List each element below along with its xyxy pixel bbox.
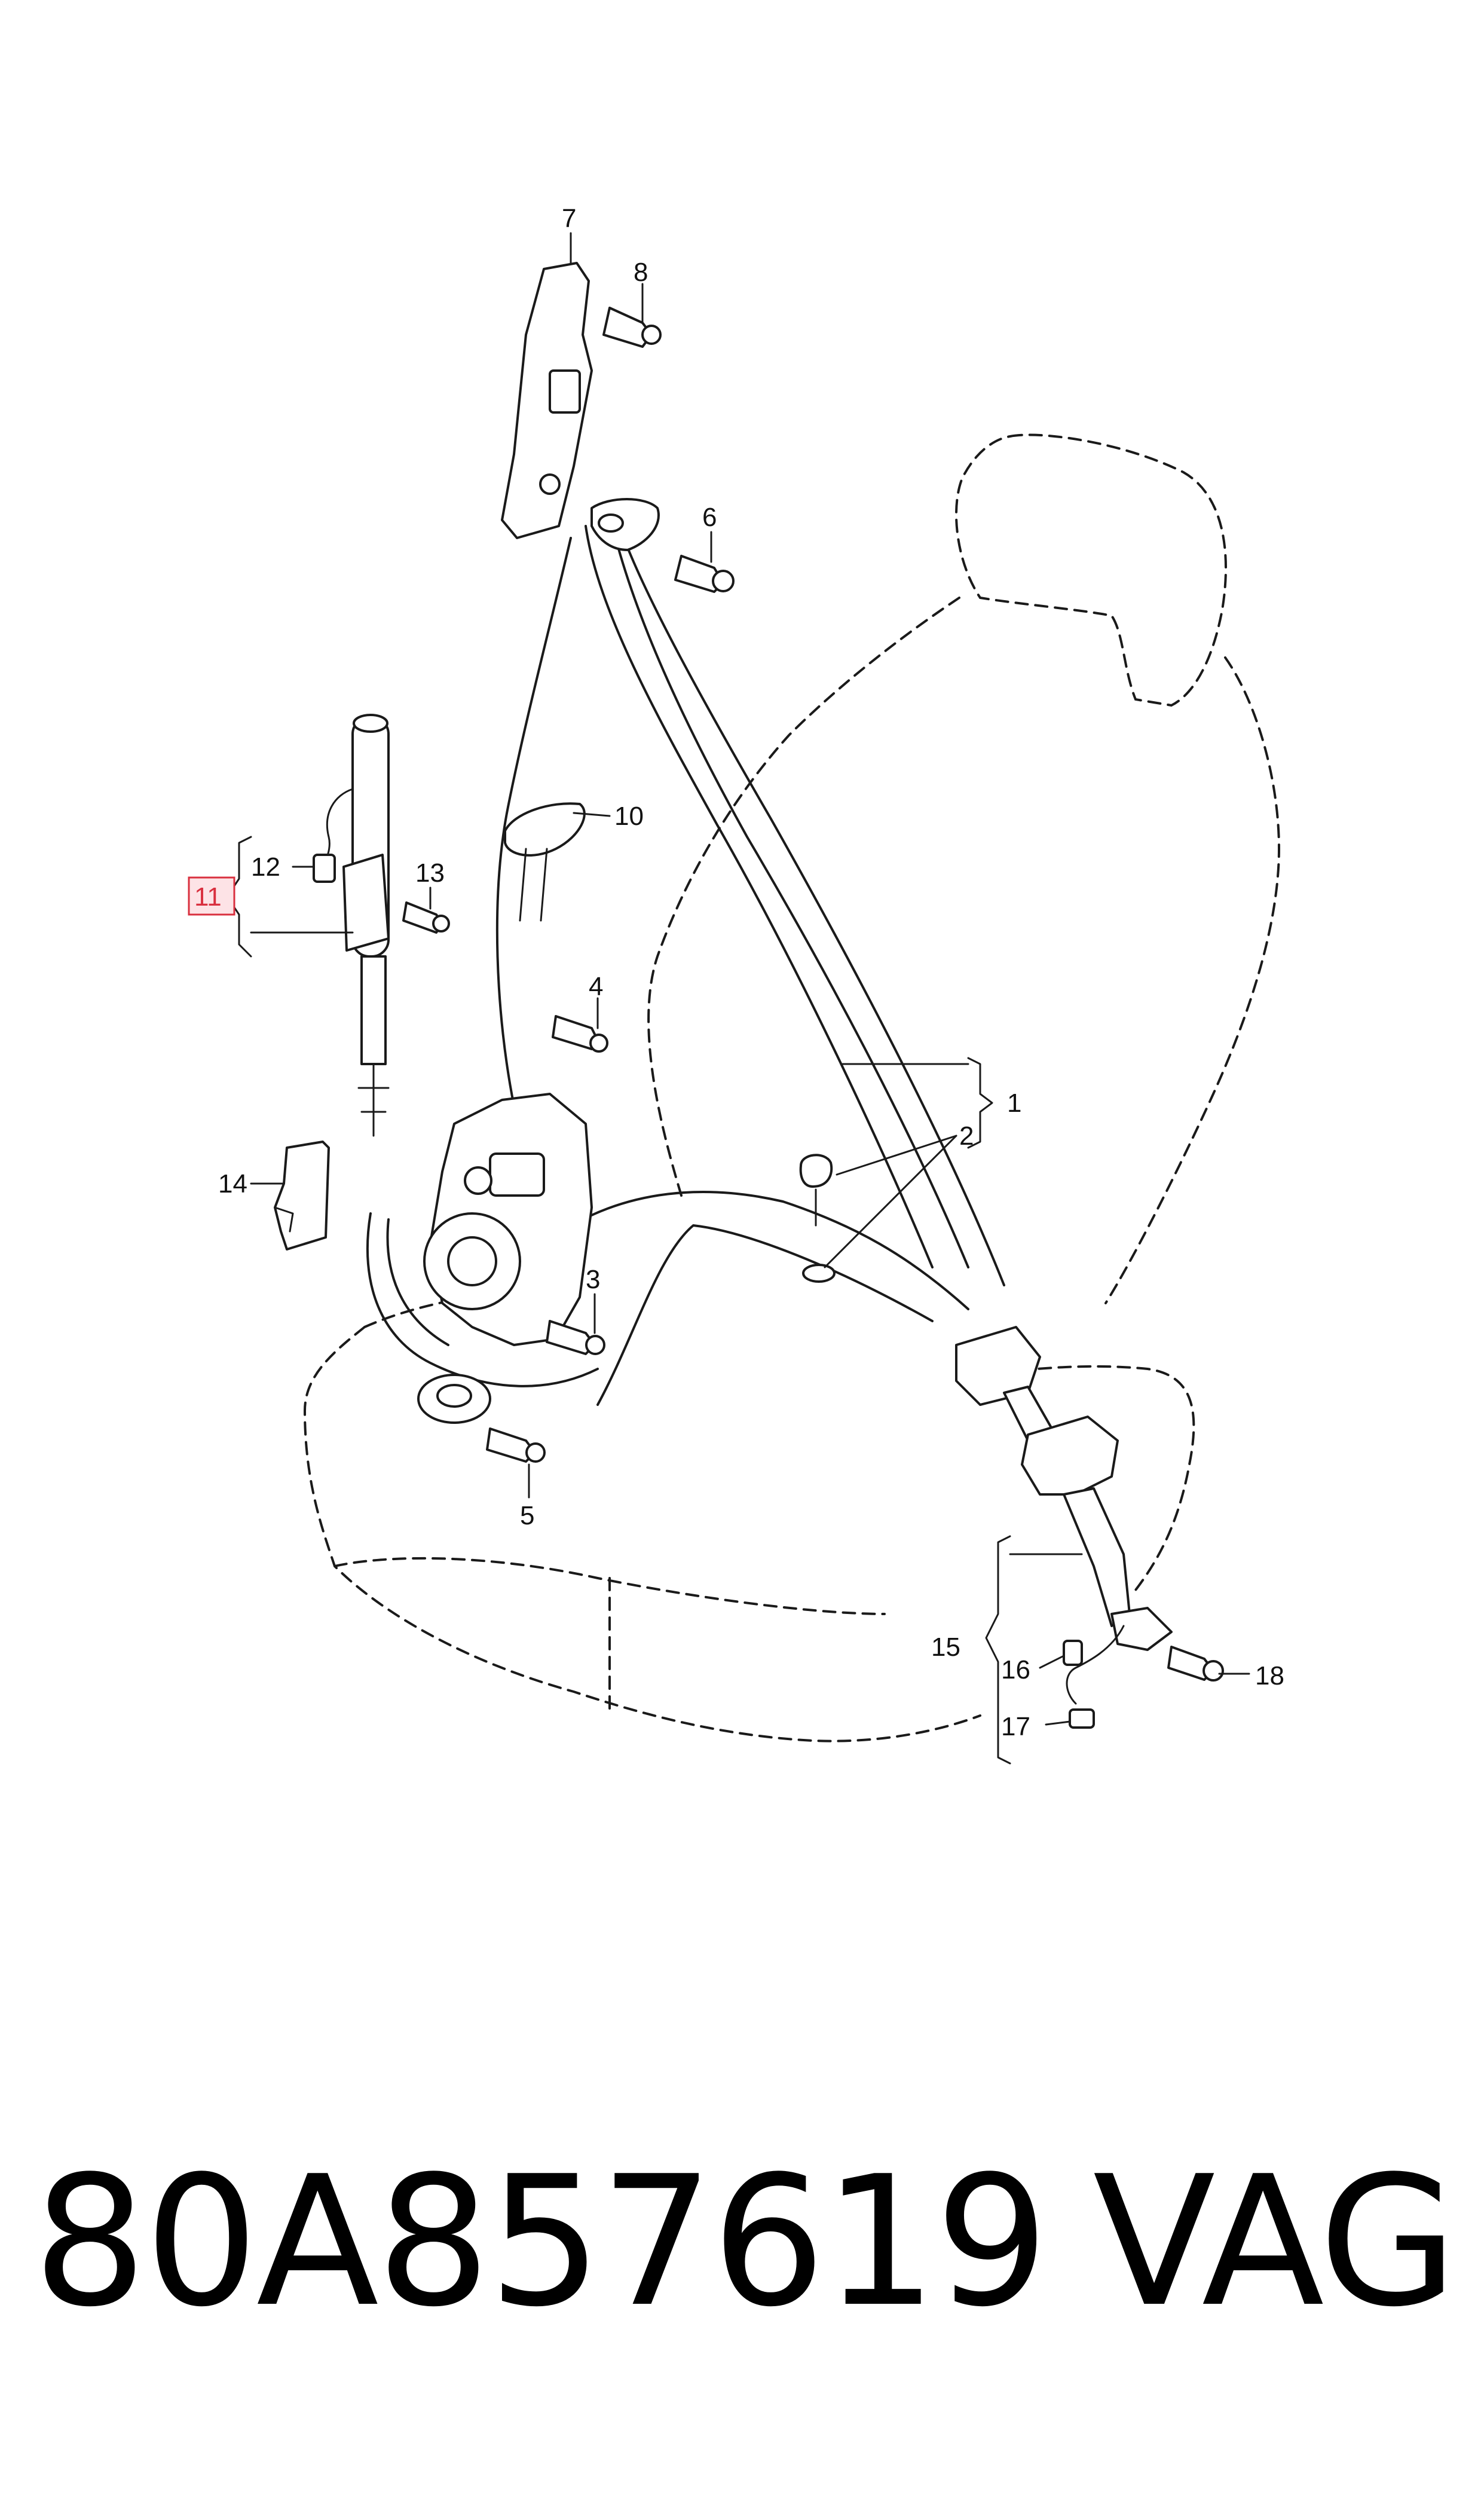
callout-17: 17	[1001, 1712, 1030, 1741]
bolt-18-head	[1203, 1660, 1224, 1682]
buckle-wire	[1066, 1625, 1125, 1705]
guide-loop	[590, 498, 660, 551]
guide-eye	[598, 513, 624, 533]
lap-belt-top	[561, 1191, 969, 1310]
brand-name: VAG	[1093, 2137, 1458, 2346]
part-caption: 80A857619 VAG	[33, 2128, 1458, 2355]
lap-belt-lower-loop	[366, 1212, 599, 1387]
adjuster-pivot	[539, 473, 561, 495]
callout-18: 18	[1255, 1661, 1284, 1690]
retractor-assembly	[423, 1015, 608, 1355]
trim-cap-bottom	[802, 1264, 836, 1283]
callout-16: 16	[1001, 1655, 1030, 1685]
pretensioner-tube-cap	[353, 714, 388, 733]
retractor-gear	[464, 1166, 492, 1195]
exploded-view-drawing: 7 8 6 10 12 13 11 4 1 2 3 14 5 15 16 17 …	[188, 204, 1284, 1765]
bracket-1	[842, 1057, 993, 1149]
diagonal-belt-right	[620, 531, 1005, 1286]
callout-4: 4	[589, 972, 603, 1001]
callout-1: 1	[1007, 1089, 1021, 1118]
pretensioner-bracket	[342, 854, 390, 952]
buckle-head	[1021, 1416, 1119, 1496]
pretensioner-cable	[360, 955, 387, 1065]
leader-2b	[824, 1135, 957, 1268]
callout-12: 12	[251, 852, 280, 882]
cushion-outline	[303, 1290, 1195, 1742]
shoulder-belt-right-edge	[614, 537, 969, 1268]
belt-stop-assembly	[504, 802, 586, 922]
bolt-6-head	[712, 570, 735, 592]
buckle-assembly	[955, 1326, 1224, 1729]
connector-17	[1069, 1708, 1095, 1729]
part-number: 80A857619	[33, 2137, 1049, 2346]
retractor-sensor	[489, 1152, 545, 1197]
callout-13: 13	[415, 858, 445, 888]
bolt-5-head	[525, 1442, 546, 1463]
connector-12	[313, 854, 336, 883]
bracket-14	[274, 1141, 330, 1251]
bolt-13-head	[432, 915, 450, 933]
callout-15: 15	[931, 1633, 960, 1662]
bolt-8-head	[641, 325, 662, 345]
bracket-body	[274, 1141, 330, 1251]
highlight-box-11	[188, 876, 235, 916]
leader-2a	[836, 1135, 957, 1176]
seat-outline	[303, 433, 1281, 1742]
pretensioner-rod	[357, 1063, 390, 1137]
belt-slots	[519, 848, 548, 922]
lower-anchor-assembly	[417, 1374, 546, 1463]
leader-10	[573, 812, 611, 817]
callout-11: 11	[194, 882, 222, 912]
cushion-front-outline	[333, 1557, 886, 1711]
bolt-4-head	[589, 1034, 608, 1053]
adjuster-slider	[549, 369, 581, 414]
callout-2: 2	[959, 1121, 974, 1151]
backrest-outline	[647, 597, 1281, 1304]
belt-stop	[504, 802, 586, 857]
callout-8: 8	[634, 258, 648, 287]
lap-belt-lower-loop-inner	[386, 1218, 449, 1346]
pretensioner-assembly	[313, 714, 450, 1137]
bolt-3-head	[585, 1335, 605, 1355]
trim-cap-top	[799, 1154, 833, 1188]
callout-10: 10	[614, 802, 644, 831]
lap-belt-bottom	[596, 1224, 934, 1406]
buckle-stalk	[1063, 1487, 1131, 1627]
buckle-anchor	[1110, 1607, 1173, 1651]
leader-17	[1045, 1720, 1071, 1726]
leader-16	[1039, 1655, 1065, 1669]
callout-7: 7	[562, 204, 576, 233]
callout-5: 5	[520, 1501, 534, 1530]
trim-caps	[799, 1154, 836, 1283]
callout-6: 6	[702, 503, 717, 532]
bracket-tab	[274, 1206, 294, 1233]
connector-16	[1063, 1640, 1083, 1666]
bracket-15	[985, 1535, 1083, 1765]
belt-webbing	[366, 525, 1005, 1406]
height-adjuster-rail	[501, 262, 593, 539]
callout-3: 3	[586, 1265, 600, 1294]
headrest-outline	[955, 433, 1227, 707]
height-adjuster-assembly	[501, 262, 735, 593]
diagonal-belt-left	[585, 525, 934, 1268]
leader-lines	[226, 232, 1250, 1765]
callouts: 7 8 6 10 12 13 11 4 1 2 3 14 5 15 16 17 …	[188, 204, 1284, 1741]
anchor-eye	[436, 1384, 472, 1408]
callout-14: 14	[218, 1169, 247, 1199]
shoulder-belt-left-edge	[495, 537, 572, 1107]
retractor-spool-hub	[447, 1236, 497, 1286]
